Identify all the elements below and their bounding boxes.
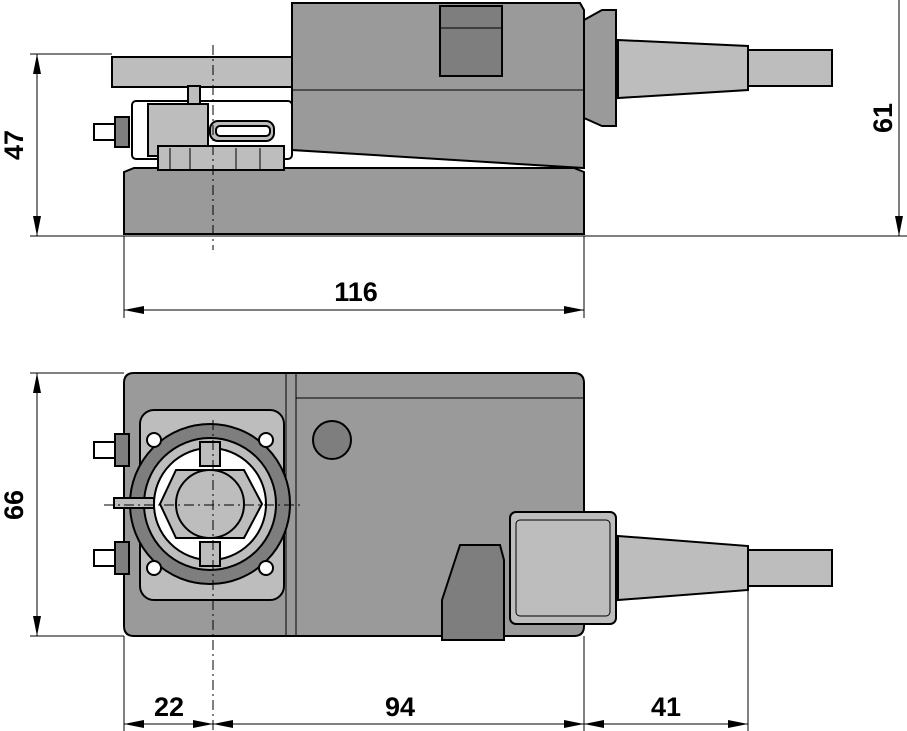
top-clamp-bolts [93,433,130,575]
dim-116-label: 116 [334,277,378,307]
side-cable-gland-base [583,9,617,127]
dim-94-label: 94 [385,692,415,722]
side-clamp-mechanism [93,85,293,171]
top-release-lever [441,544,505,641]
top-cable-gland-base [509,511,617,625]
top-view: 66 22 94 41 [0,372,833,731]
side-cable-gland [617,38,749,100]
dim-41-label: 41 [651,692,681,722]
top-button [312,420,352,460]
top-shaft-clamp [113,409,291,601]
side-cable [747,49,833,87]
dim-66-label: 66 [0,490,29,520]
side-button [439,5,503,77]
top-cable [747,549,833,587]
top-cable-gland [617,534,749,602]
dim-22-label: 22 [154,692,184,722]
side-base [123,167,585,235]
side-view: 47 61 116 [0,0,907,318]
side-clamp-block [111,56,293,88]
dim-47-label: 47 [0,130,29,160]
dim-61-label: 61 [868,103,898,133]
side-upper-housing [291,2,585,170]
